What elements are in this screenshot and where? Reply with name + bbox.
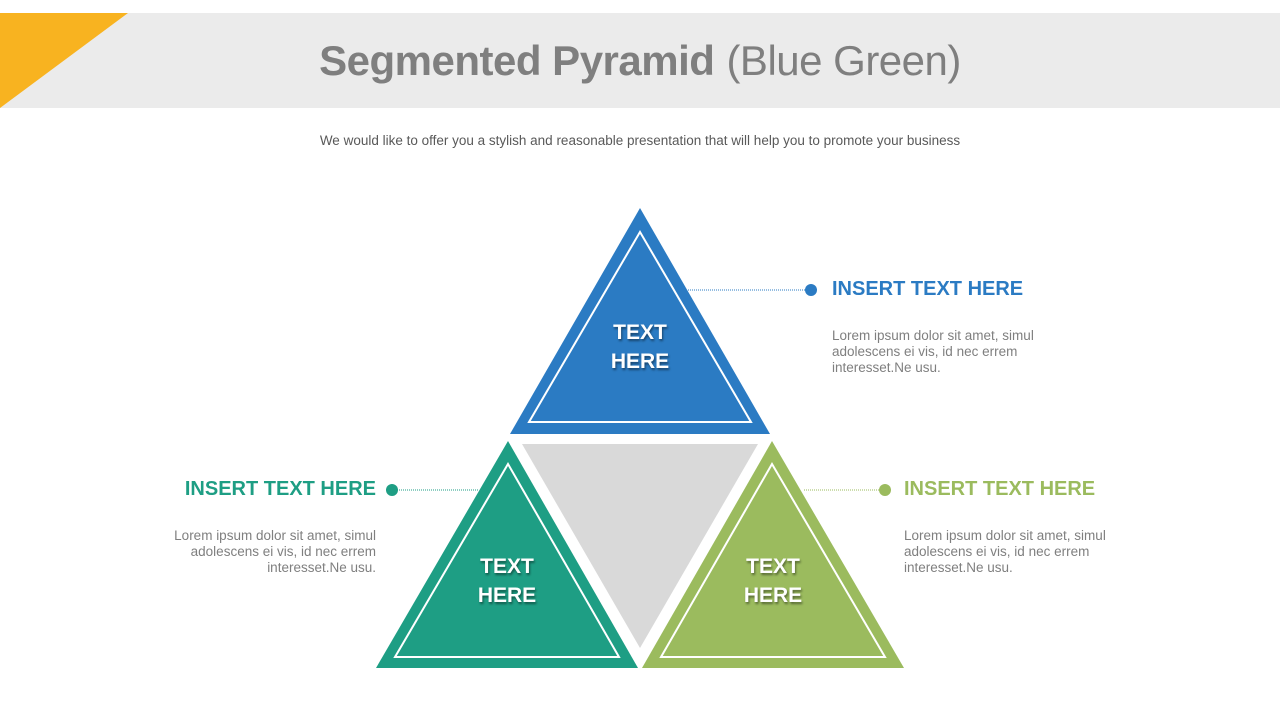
connector-dot-top	[805, 284, 817, 296]
title-light: (Blue Green)	[726, 36, 961, 84]
callout-right-title: INSERT TEXT HERE	[904, 478, 1096, 500]
top-segment-label-line2: HERE	[610, 350, 670, 373]
bottom-right-segment-label: TEXT HERE	[713, 552, 833, 610]
bottom-left-segment-label-line2: HERE	[477, 584, 537, 607]
corner-accent-triangle	[0, 13, 128, 108]
callout-left-title: INSERT TEXT HERE	[184, 478, 376, 500]
callout-left-body: Lorem ipsum dolor sit amet, simul adoles…	[174, 528, 376, 575]
pyramid-bottom-right-segment[interactable]	[642, 441, 904, 668]
pyramid-bottom-left-segment[interactable]	[376, 441, 638, 668]
pyramid-bottom-right-inner-outline	[659, 462, 887, 658]
header-band	[0, 13, 1280, 108]
callout-top-title: INSERT TEXT HERE	[832, 278, 1024, 300]
pyramid-top-segment[interactable]	[510, 208, 770, 434]
bottom-left-segment-label: TEXT HERE	[447, 552, 567, 610]
bottom-right-segment-label-line2: HERE	[743, 584, 803, 607]
page-title: Segmented Pyramid (Blue Green)	[0, 13, 1280, 108]
connector-dot-right	[879, 484, 891, 496]
bottom-left-segment-label-line1: TEXT	[480, 555, 534, 578]
top-segment-label-line1: TEXT	[613, 321, 667, 344]
pyramid-top-inner-outline	[527, 230, 753, 423]
subtitle: We would like to offer you a stylish and…	[319, 133, 961, 148]
connector-dot-left	[386, 484, 398, 496]
title-bold: Segmented Pyramid	[319, 36, 715, 84]
callout-top-body: Lorem ipsum dolor sit amet, simul adoles…	[832, 328, 1034, 375]
top-segment-label: TEXT HERE	[580, 318, 700, 376]
callout-right-body: Lorem ipsum dolor sit amet, simul adoles…	[904, 528, 1106, 575]
pyramid-bottom-left-inner-outline	[393, 462, 621, 658]
bottom-right-segment-label-line1: TEXT	[746, 555, 800, 578]
pyramid-center-segment	[522, 444, 758, 648]
